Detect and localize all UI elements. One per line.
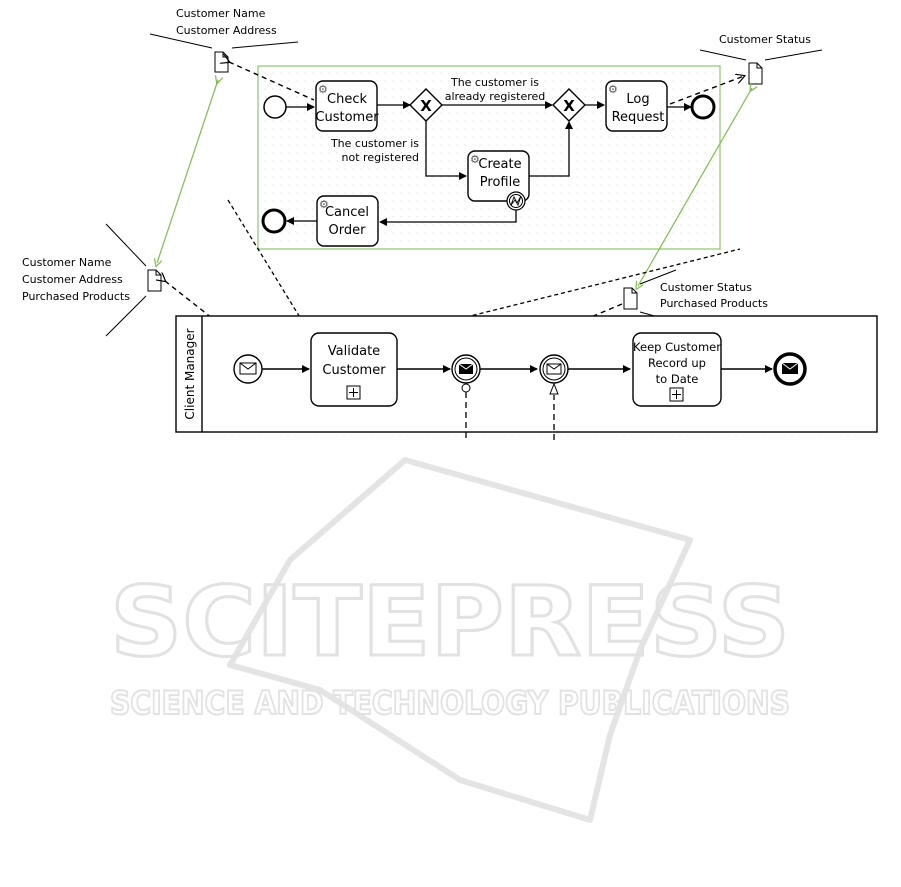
gateway-x-icon: X <box>563 97 575 115</box>
watermark: SCITEPRESS SCIENCE AND TECHNOLOGY PUBLIC… <box>109 457 792 823</box>
message-catch-event[interactable] <box>539 354 569 384</box>
pool-client-manager: Client Manager Validate Customer <box>175 315 878 440</box>
task-label: Keep Customer <box>633 340 721 354</box>
watermark-logo-shape <box>227 457 693 823</box>
error-icon <box>510 195 522 207</box>
gateway-x-icon: X <box>420 97 432 115</box>
task-label: Cancel <box>325 205 369 220</box>
data-object-label: Customer Status <box>719 33 811 46</box>
task-validate-customer[interactable]: Validate Customer <box>310 332 398 407</box>
zoom-line <box>227 199 313 338</box>
annotation-bracket <box>149 33 213 49</box>
subprocess-plus-icon[interactable] <box>669 387 684 402</box>
task-cancel-order[interactable]: ⚙ Cancel Order <box>316 195 379 247</box>
subprocess-plus-icon[interactable] <box>346 385 361 400</box>
sequence-flow-not-registered <box>425 121 467 180</box>
message-end-event[interactable] <box>773 352 807 386</box>
task-label: Record up <box>648 356 706 370</box>
lane-label: Client Manager <box>183 328 197 419</box>
task-label: Check <box>327 92 367 107</box>
annotation-bracket <box>764 49 823 61</box>
data-object-label: Purchased Products <box>660 297 768 310</box>
data-object-label: Customer Address <box>176 24 277 37</box>
link-association <box>638 88 752 286</box>
task-label: Request <box>612 110 665 125</box>
data-object-label: Purchased Products <box>22 290 130 303</box>
annotation-bracket <box>105 223 147 267</box>
data-object-label: Customer Address <box>22 273 123 286</box>
pool-frame <box>175 315 878 433</box>
task-create-profile[interactable]: ⚙ Create Profile <box>467 150 530 202</box>
task-check-customer[interactable]: ⚙ Check Customer <box>315 80 379 132</box>
data-association <box>229 62 315 101</box>
task-label: Customer <box>315 110 379 125</box>
data-object-left[interactable] <box>147 269 162 292</box>
annotation-bracket <box>699 49 747 61</box>
task-label: Validate <box>328 344 380 359</box>
data-object-top-left[interactable] <box>214 51 229 73</box>
message-throw-event[interactable] <box>451 354 481 384</box>
subprocess-end-event[interactable] <box>690 94 716 120</box>
watermark-subtitle: SCIENCE AND TECHNOLOGY PUBLICATIONS <box>110 684 790 722</box>
subprocess-start-event[interactable] <box>263 95 287 119</box>
data-object-label: Customer Status <box>660 281 752 294</box>
task-label: Profile <box>480 175 520 190</box>
watermark-title: SCITEPRESS <box>110 566 790 678</box>
annotation-bracket <box>231 41 299 49</box>
data-object-label: Customer Name <box>176 7 266 20</box>
flow-label: already registered <box>445 90 546 103</box>
task-log-request[interactable]: ⚙ Log Request <box>605 80 668 132</box>
message-flow-source <box>461 383 471 393</box>
task-keep-customer-record[interactable]: Keep Customer Record up to Date <box>632 332 722 407</box>
gear-icon: ⚙ <box>470 153 480 166</box>
flow-label: The customer is <box>450 76 539 89</box>
annotation-bracket <box>105 295 147 337</box>
task-label: to Date <box>656 372 699 386</box>
cancel-end-event[interactable] <box>261 208 287 234</box>
data-object-middle-right[interactable] <box>623 287 638 310</box>
pool-dots <box>176 432 877 440</box>
task-label: Create <box>478 157 521 172</box>
task-label: Customer <box>322 363 386 378</box>
gear-icon: ⚙ <box>319 198 329 211</box>
task-label: Log <box>626 92 649 107</box>
boundary-error-event[interactable] <box>506 191 526 211</box>
message-flow-arrowhead <box>549 382 559 395</box>
flow-label: The customer is <box>330 137 419 150</box>
data-object-top-right[interactable] <box>748 62 763 85</box>
gear-icon: ⚙ <box>608 83 618 96</box>
data-object-label: Customer Name <box>22 256 112 269</box>
flow-label: not registered <box>342 151 419 164</box>
exclusive-gateway-2[interactable]: X <box>552 88 586 122</box>
sequence-flow <box>529 121 573 177</box>
pool-background <box>176 316 877 432</box>
error-flow <box>379 210 517 226</box>
link-association <box>157 80 218 263</box>
message-start-event[interactable] <box>233 354 263 384</box>
task-label: Order <box>329 223 367 238</box>
expanded-subprocess: ⚙ Check Customer X The customer is alrea… <box>257 65 721 250</box>
gear-icon: ⚙ <box>318 83 328 96</box>
